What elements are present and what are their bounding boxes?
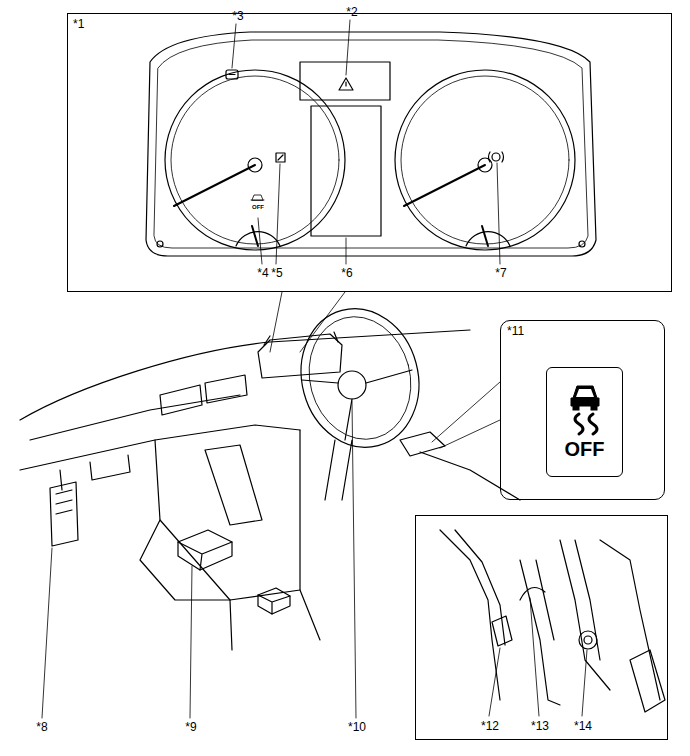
callout-number: *1 [73,17,84,31]
callout-number: *9 [185,720,196,734]
callout-number: *6 [341,266,352,280]
callout-number: *3 [232,9,243,23]
combination-meter [146,32,596,256]
dashboard [20,295,520,650]
callout-number: *5 [271,266,282,280]
leader-lines [42,401,356,718]
pedal-assembly [440,530,665,712]
leader-lines [489,598,587,716]
callout-number: *2 [346,5,357,19]
callout-number: *14 [574,719,592,733]
callout-number: *8 [36,720,47,734]
view-lines [270,292,500,448]
enlarged-view-frame: *11OFF [500,320,665,500]
callout-number: *4 [257,266,268,280]
callout-number: *13 [531,719,549,733]
leader-lines [232,20,500,264]
traction-off-icon [547,368,622,438]
callout-number: *12 [481,719,499,733]
callout-number: *11 [507,324,524,338]
callout-number: *7 [495,266,506,280]
switch-text: OFF [565,438,605,460]
switch-button: OFF [546,367,623,477]
enlarged-view-frame: *1 [67,13,672,292]
enlarged-view-frame: *12 *13 *14 [415,515,668,740]
callout-number: *10 [348,720,366,734]
indicator-text: OFF [252,203,264,211]
ecu-units [50,482,290,614]
